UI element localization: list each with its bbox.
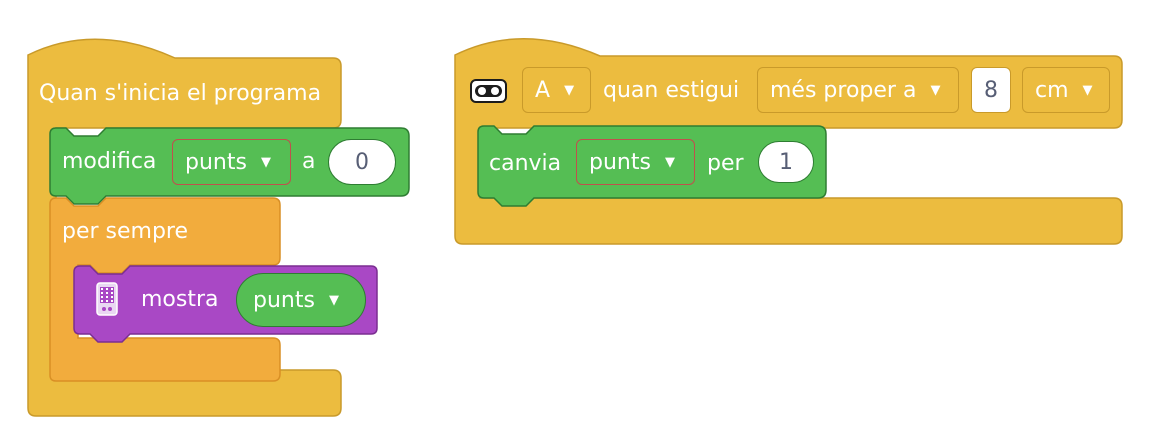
forever-block-label: per sempre [62, 219, 189, 244]
set-block-connector: a [302, 149, 316, 174]
variable-dropdown[interactable]: punts ▼ [172, 139, 291, 185]
change-value-input[interactable]: 1 [758, 141, 814, 183]
port-dropdown[interactable]: A ▼ [522, 67, 591, 113]
set-value-input[interactable]: 0 [328, 139, 396, 185]
forever-block[interactable] [49, 197, 281, 382]
change-block-label: canvia [489, 151, 562, 176]
hat-block-label: Quan s'inicia el programa [39, 81, 322, 106]
comparison-dropdown[interactable]: més proper a ▼ [757, 67, 959, 113]
variable-dropdown[interactable]: punts ▼ [576, 139, 695, 185]
unit-dropdown[interactable]: cm ▼ [1022, 67, 1110, 113]
variable-reporter-dropdown[interactable]: punts ▼ [236, 273, 366, 327]
variable-dropdown-value: punts [589, 149, 651, 175]
chevron-down-icon: ▼ [1082, 82, 1093, 98]
port-value: A [535, 77, 551, 103]
chevron-down-icon: ▼ [564, 82, 575, 98]
change-block-connector: per [707, 151, 744, 176]
ultrasonic-sensor-icon [470, 79, 507, 103]
reporter-value: punts [253, 287, 315, 313]
chevron-down-icon: ▼ [664, 154, 675, 170]
show-block-label: mostra [141, 287, 219, 312]
variable-dropdown-value: punts [185, 149, 247, 175]
unit-value: cm [1035, 77, 1069, 103]
distance-input[interactable]: 8 [971, 67, 1011, 113]
set-block-label: modifica [62, 149, 157, 174]
comparison-value: més proper a [770, 77, 917, 103]
sensor-hat-label: quan estigui [603, 78, 740, 103]
chevron-down-icon: ▼ [930, 82, 941, 98]
chevron-down-icon: ▼ [260, 154, 271, 170]
chevron-down-icon: ▼ [328, 292, 339, 308]
matrix-display-icon [96, 282, 118, 316]
